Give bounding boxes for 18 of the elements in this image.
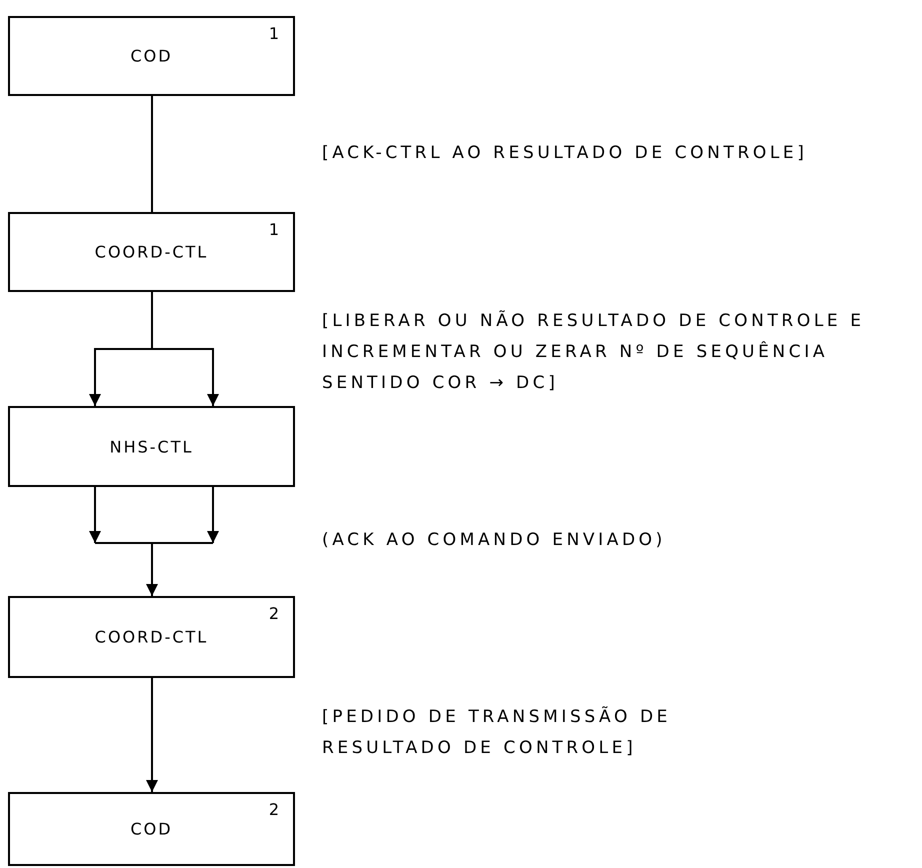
process-box bbox=[8, 406, 295, 487]
process-box bbox=[8, 212, 295, 292]
instance-number: 2 bbox=[268, 604, 279, 623]
instance-number: 2 bbox=[268, 800, 279, 819]
process-box bbox=[8, 596, 295, 678]
annotation-text: [LIBERAR OU NÃO RESULTADO DE CONTROLE E INCREMENTAR OU ZERAR Nº DE SEQUÊNCIA SENTIDO COR → DC] bbox=[322, 309, 866, 395]
box-label: COD bbox=[129, 46, 174, 66]
box-label: COORD-CTL bbox=[94, 628, 210, 646]
instance-number: 1 bbox=[268, 24, 279, 43]
annotation-text: (ACK AO COMANDO ENVIADO) bbox=[322, 529, 667, 552]
instance-number: 1 bbox=[268, 220, 279, 239]
box-label: COD bbox=[129, 820, 174, 838]
process-box bbox=[8, 792, 295, 866]
annotation-text: [PEDIDO DE TRANSMISSÃO DE RESULTADO DE CONTROLE] bbox=[322, 705, 672, 760]
box-label: NHS-CTL bbox=[108, 437, 194, 456]
process-box bbox=[8, 16, 295, 96]
annotation-text: [ACK-CTRL AO RESULTADO DE CONTROLE] bbox=[322, 142, 808, 165]
box-label: COORD-CTL bbox=[94, 242, 210, 262]
